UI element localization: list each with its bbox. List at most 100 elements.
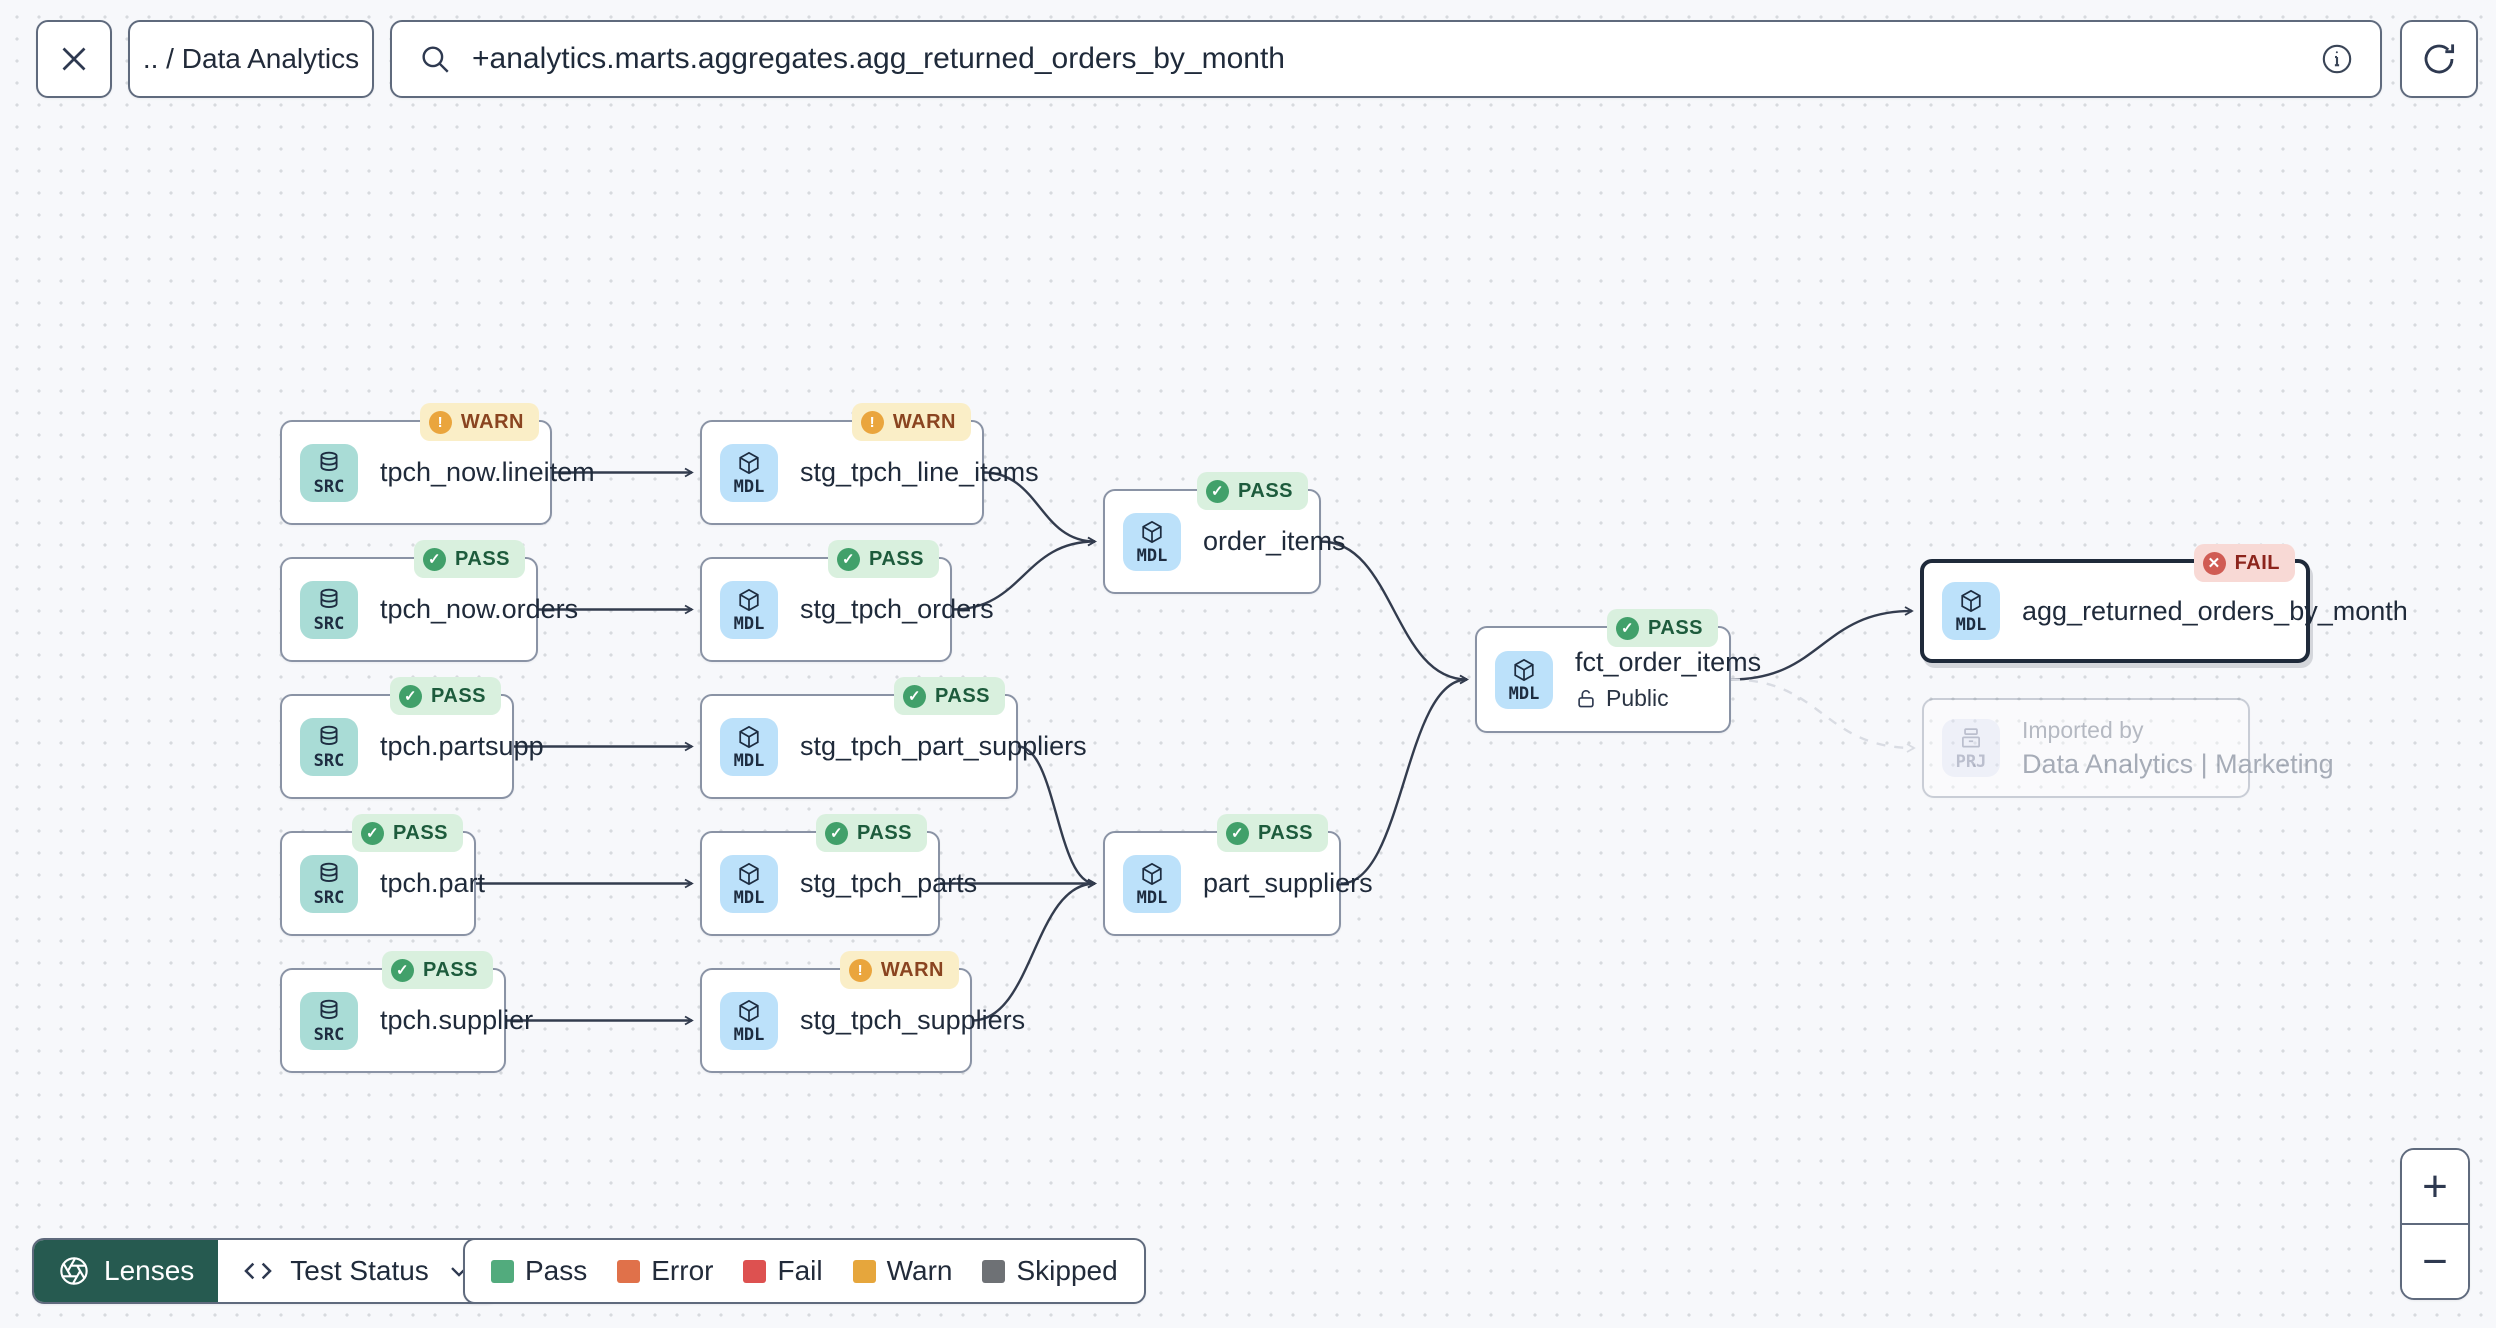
access-label: Public	[1606, 685, 1669, 711]
graph-node-tpch_now_orders[interactable]: ✓PASS SRC tpch_now.orders	[280, 540, 579, 662]
edge-stg_tpch_part_suppliers-to-part_suppliers	[1017, 745, 1097, 889]
database-icon: SRC	[300, 580, 358, 639]
node-title: agg_returned_orders_by_month	[2022, 595, 2408, 626]
pass-status-icon: ✓	[837, 547, 861, 571]
badge-label: PASS	[393, 821, 448, 844]
node-type-label: SRC	[313, 887, 345, 908]
node-title: Data Analytics | Marketing	[2022, 748, 2334, 779]
edge-stg_tpch_line_items-to-order_items	[983, 471, 1097, 547]
node-title: order_items	[1203, 526, 1346, 556]
legend-item-skipped: Skipped	[982, 1255, 1118, 1287]
test-status-badge: ✓PASS	[816, 814, 927, 852]
node-title: stg_tpch_line_items	[800, 457, 1039, 487]
legend-label: Pass	[525, 1255, 588, 1286]
legend-label: Skipped	[1016, 1255, 1118, 1286]
test-status-badge: ✓PASS	[1217, 814, 1328, 852]
node-type-label: MDL	[1136, 545, 1168, 566]
breadcrumb[interactable]: .. / Data Analytics	[128, 20, 374, 98]
model-cube-icon: MDL	[1123, 854, 1181, 913]
model-cube-icon: MDL	[720, 991, 778, 1050]
node-title: tpch.partsupp	[380, 731, 544, 761]
model-cube-icon: MDL	[720, 443, 778, 502]
graph-node-order_items[interactable]: ✓ PASS MDL order_items	[1103, 472, 1346, 594]
pass-status-icon: ✓	[1616, 616, 1640, 640]
node-text: stg_tpch_parts	[800, 868, 978, 899]
lens-selector-dropdown[interactable]: Test Status	[218, 1240, 497, 1302]
close-icon	[56, 41, 92, 77]
lenses-label: Lenses	[104, 1255, 195, 1286]
zoom-in-button[interactable]: +	[2402, 1150, 2468, 1225]
badge-label: WARN	[460, 410, 524, 433]
edge-part_suppliers-to-fct_order_items	[1340, 674, 1469, 885]
edge-fct_order_items-to-imported_by_project	[1730, 678, 1916, 753]
node-kicker: Imported by	[2022, 716, 2144, 743]
badge-label: PASS	[431, 684, 486, 707]
test-status-badge: ✓ PASS	[352, 814, 463, 852]
node-title: stg_tpch_parts	[800, 868, 978, 898]
test-status-badge: ✓ PASS	[1197, 472, 1308, 510]
zoom-controls: + −	[2400, 1148, 2470, 1300]
warn-status-icon: !	[428, 410, 452, 434]
test-status-badge: ✓PASS	[414, 540, 525, 578]
lock-open-icon	[1575, 688, 1597, 710]
node-title: tpch.part	[380, 868, 486, 898]
pass-status-icon: ✓	[1206, 479, 1230, 503]
graph-node-agg_returned_orders_by_month[interactable]: ✕ FAIL MDL agg_returned_orders_by_month	[1920, 544, 2408, 663]
edge-order_items-to-fct_order_items	[1320, 540, 1469, 685]
database-icon: SRC	[300, 443, 358, 502]
aperture-icon	[58, 1255, 90, 1287]
node-type-label: SRC	[313, 613, 345, 634]
search-bar[interactable]	[390, 20, 2382, 98]
pass-status-icon: ✓	[825, 821, 849, 845]
node-title: fct_order_items	[1575, 647, 1762, 677]
test-status-badge: ✕ FAIL	[2193, 544, 2295, 582]
refresh-icon	[2420, 40, 2458, 78]
node-title: part_suppliers	[1203, 868, 1373, 898]
lenses-button[interactable]: Lenses	[34, 1240, 219, 1302]
refresh-button[interactable]	[2400, 20, 2478, 98]
badge-label: PASS	[1238, 479, 1293, 502]
legend-swatch	[852, 1259, 876, 1283]
legend-swatch	[982, 1259, 1006, 1283]
node-type-label: MDL	[733, 476, 765, 497]
edge-stg_tpch_orders-to-order_items	[951, 536, 1097, 611]
badge-label: FAIL	[2234, 551, 2280, 574]
legend-label: Error	[651, 1255, 714, 1286]
node-text: tpch_now.orders	[380, 594, 579, 625]
edge-fct_order_items-to-agg_returned_orders_by_month	[1730, 606, 1914, 681]
badge-label: PASS	[423, 958, 478, 981]
test-status-badge: ✓ PASS	[1607, 609, 1718, 647]
project-icon: PRJ	[1942, 719, 2000, 777]
graph-node-tpch_part[interactable]: ✓ PASS SRC tpch.part	[280, 814, 486, 936]
graph-node-part_suppliers[interactable]: ✓PASS MDL part_suppliers	[1103, 814, 1373, 936]
zoom-out-button[interactable]: −	[2402, 1225, 2468, 1298]
node-type-label: MDL	[1955, 615, 1987, 635]
badge-label: PASS	[1648, 616, 1703, 639]
node-title: tpch_now.orders	[380, 594, 579, 624]
node-type-label: MDL	[733, 887, 765, 908]
graph-node-stg_tpch_parts[interactable]: ✓PASS MDL stg_tpch_parts	[700, 814, 978, 936]
badge-label: WARN	[880, 958, 944, 981]
close-button[interactable]	[36, 20, 112, 98]
legend-swatch	[491, 1259, 514, 1283]
node-type-label: MDL	[1508, 683, 1540, 704]
legend-item-warn: Warn	[852, 1255, 952, 1287]
warn-status-icon: !	[860, 410, 884, 434]
info-icon[interactable]	[2320, 42, 2354, 76]
fail-status-icon: ✕	[2202, 551, 2226, 575]
pass-status-icon: ✓	[361, 821, 385, 845]
search-input[interactable]	[472, 42, 2300, 76]
legend-label: Fail	[777, 1255, 823, 1286]
test-status-badge: ✓PASS	[382, 951, 493, 989]
graph-node-imported_by_project[interactable]: PRJ Imported by Data Analytics | Marketing	[1922, 698, 2334, 798]
badge-label: PASS	[935, 684, 990, 707]
